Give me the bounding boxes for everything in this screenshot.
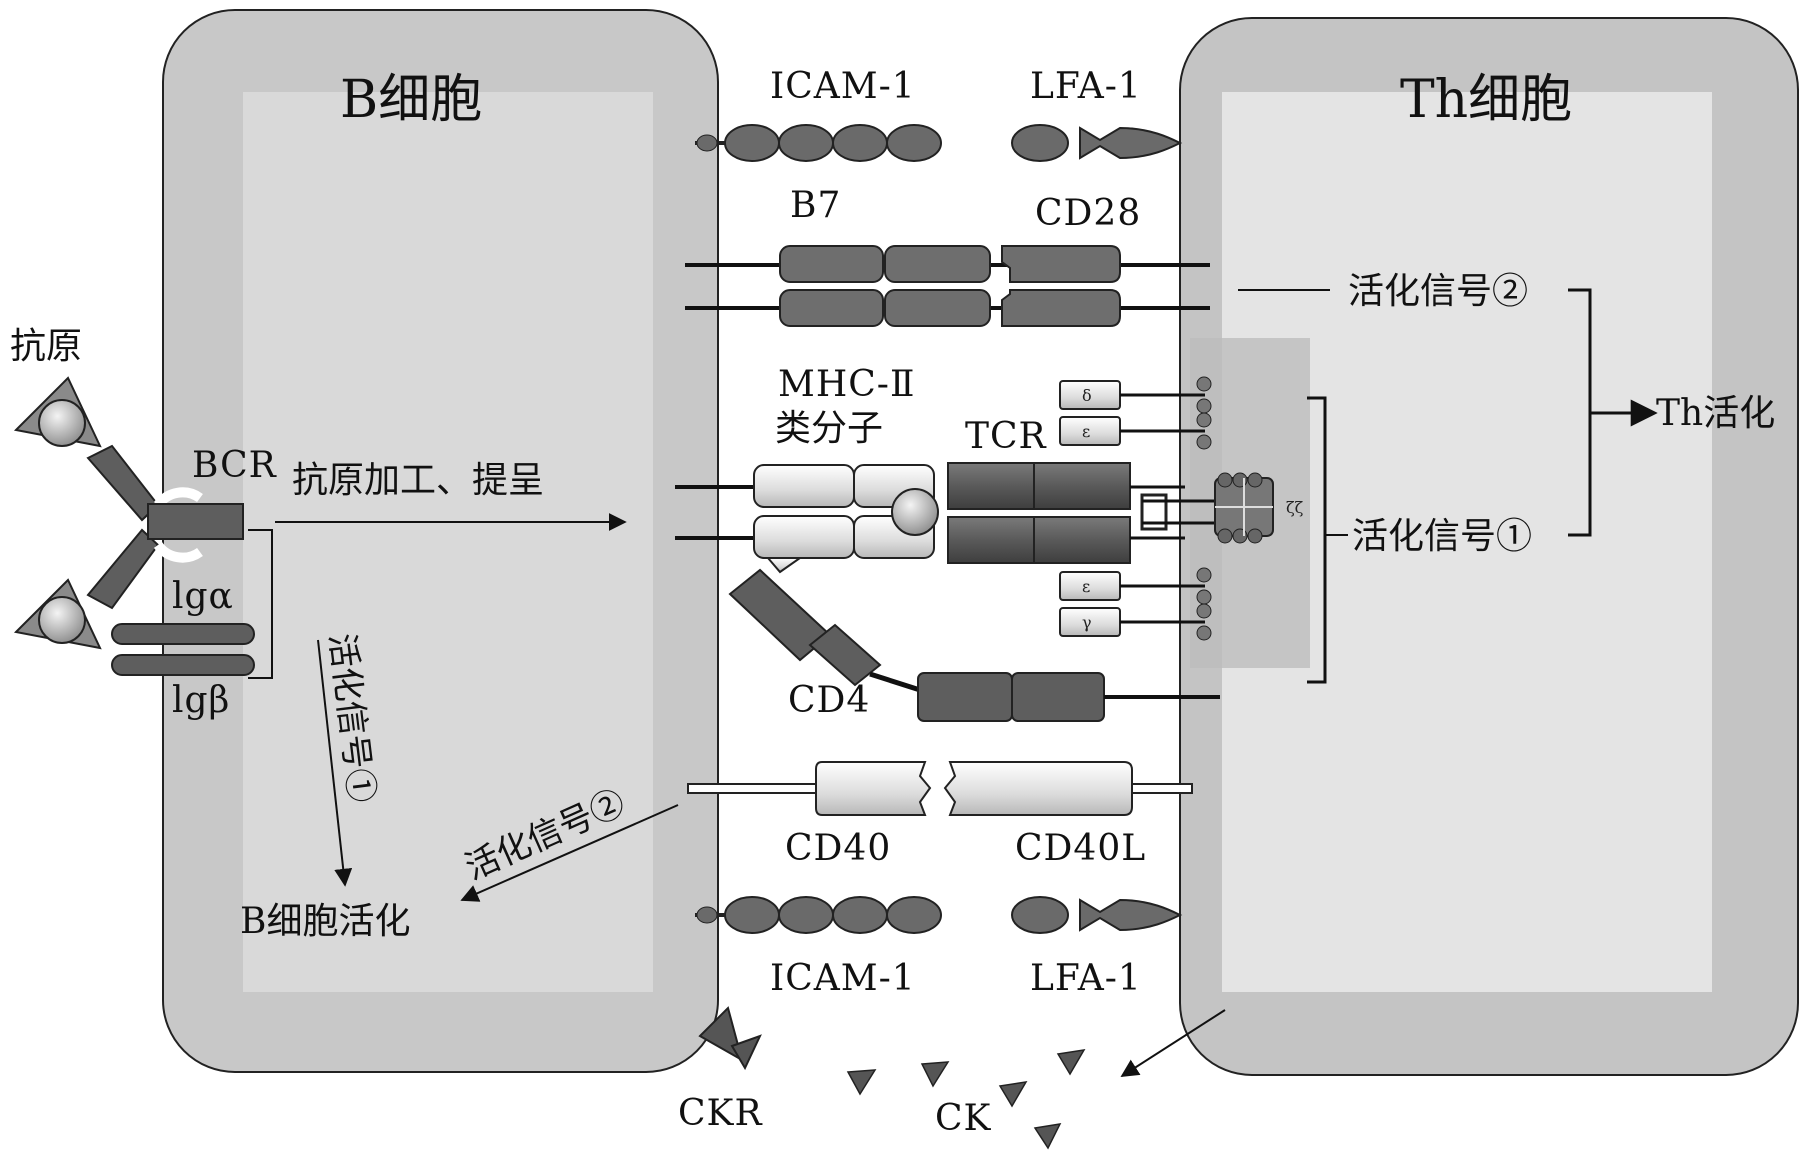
label-lfa1-bottom: LFA-1 [1030, 958, 1142, 999]
label-ck: CK [935, 1098, 992, 1139]
label-tcr: TCR [965, 416, 1047, 457]
cd3-subunits [1059, 376, 1274, 641]
th-signal2-label: 活化信号② [1348, 271, 1528, 312]
th-signal1-label: 活化信号① [1352, 516, 1532, 557]
th-activation-label: Th活化 [1656, 393, 1775, 434]
label-mhc-line2: 类分子 [775, 408, 883, 449]
antigen-label: 抗原 [10, 326, 82, 367]
b7-cd28 [685, 245, 1210, 327]
label-cd4: CD4 [788, 680, 870, 721]
label-icam1-top: ICAM-1 [770, 66, 916, 107]
antigen-processing-label: 抗原加工、提呈 [292, 460, 544, 501]
antigen-top [13, 376, 102, 448]
cd3-gamma: γ [1082, 613, 1092, 632]
ck-molecules [846, 1049, 1086, 1150]
label-ig-alpha: lgα [172, 576, 234, 617]
cd40-cd40l [687, 761, 1193, 816]
ckr [698, 1006, 762, 1071]
cd3-delta: δ [1082, 386, 1092, 405]
label-cd40: CD40 [785, 828, 891, 869]
label-bcr: BCR [192, 445, 277, 486]
bcr [86, 444, 273, 679]
label-b7: B7 [790, 185, 841, 226]
b-cell-title: B细胞 [340, 70, 482, 130]
cd3-epsilon-top: ε [1082, 422, 1090, 441]
label-cd40l: CD40L [1015, 828, 1146, 869]
label-icam1-bottom: ICAM-1 [770, 958, 916, 999]
b-activation-label: B细胞活化 [240, 901, 410, 942]
label-mhc-line1: MHC-Ⅱ [778, 364, 915, 405]
label-ig-beta: lgβ [172, 680, 230, 721]
mhc-tcr-complex [675, 462, 1230, 574]
label-lfa1-top: LFA-1 [1030, 66, 1142, 107]
cd3-epsilon-bottom: ε [1082, 577, 1090, 596]
cd3-zeta: ζζ [1286, 498, 1304, 517]
th-cell-title: Th细胞 [1400, 70, 1572, 130]
cd4 [728, 568, 1220, 722]
icam1-lfa1-top [695, 124, 1183, 162]
label-cd28: CD28 [1035, 193, 1141, 234]
icam1-lfa1-bottom [695, 896, 1183, 934]
b-cell [162, 9, 719, 1073]
antigen-bottom [13, 578, 102, 650]
label-ckr: CKR [678, 1093, 763, 1134]
